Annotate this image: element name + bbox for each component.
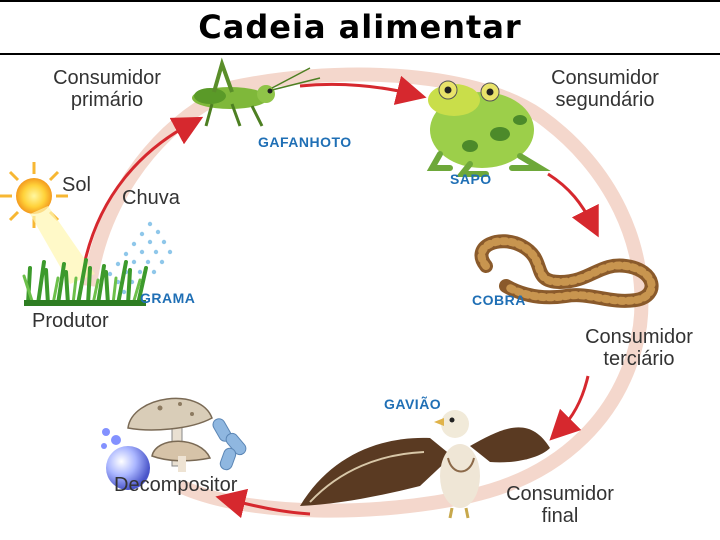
page-title: Cadeia alimentar [198,8,522,46]
grass-icon [22,258,148,306]
tag-sapo: SAPO [450,171,492,187]
label-consumidor-segundario: Consumidor segundário [551,67,659,111]
frog-icon [426,80,551,177]
label-consumidor-final: Consumidor final [506,483,614,527]
snake-icon [474,234,659,308]
arrow-snake-to-hawk [549,375,590,441]
label-produtor: Produtor [32,310,109,332]
label-consumidor-primario: Consumidor primário [53,67,161,111]
arrow-frog-to-snake [547,172,599,238]
tag-gaviao: GAVIÃO [384,396,442,412]
diagram-canvas [0,57,659,519]
grasshopper-icon [192,57,321,127]
label-decompositor: Decompositor [114,474,238,496]
arrow-grass-to-grasshopper [83,116,204,262]
label-chuva: Chuva [122,187,180,209]
label-consumidor-terciario: Consumidor terciário [585,326,693,370]
label-sol: Sol [62,174,91,196]
title-bar: Cadeia alimentar [0,0,720,55]
tag-cobra: COBRA [472,292,526,308]
decomposer-icon [101,397,247,490]
tag-gafanhoto: GAFANHOTO [258,134,352,150]
hawk-icon [300,410,550,519]
tag-grama: GRAMA [140,290,196,306]
arrow-grasshopper-to-frog [299,75,427,105]
cycle-ring [83,67,649,518]
food-chain-diagram: Consumidor primário Consumidor segundári… [0,56,720,540]
arrow-hawk-to-decomposer [215,488,311,519]
sunlight-beam [30,206,95,284]
rain-icon [107,221,173,295]
